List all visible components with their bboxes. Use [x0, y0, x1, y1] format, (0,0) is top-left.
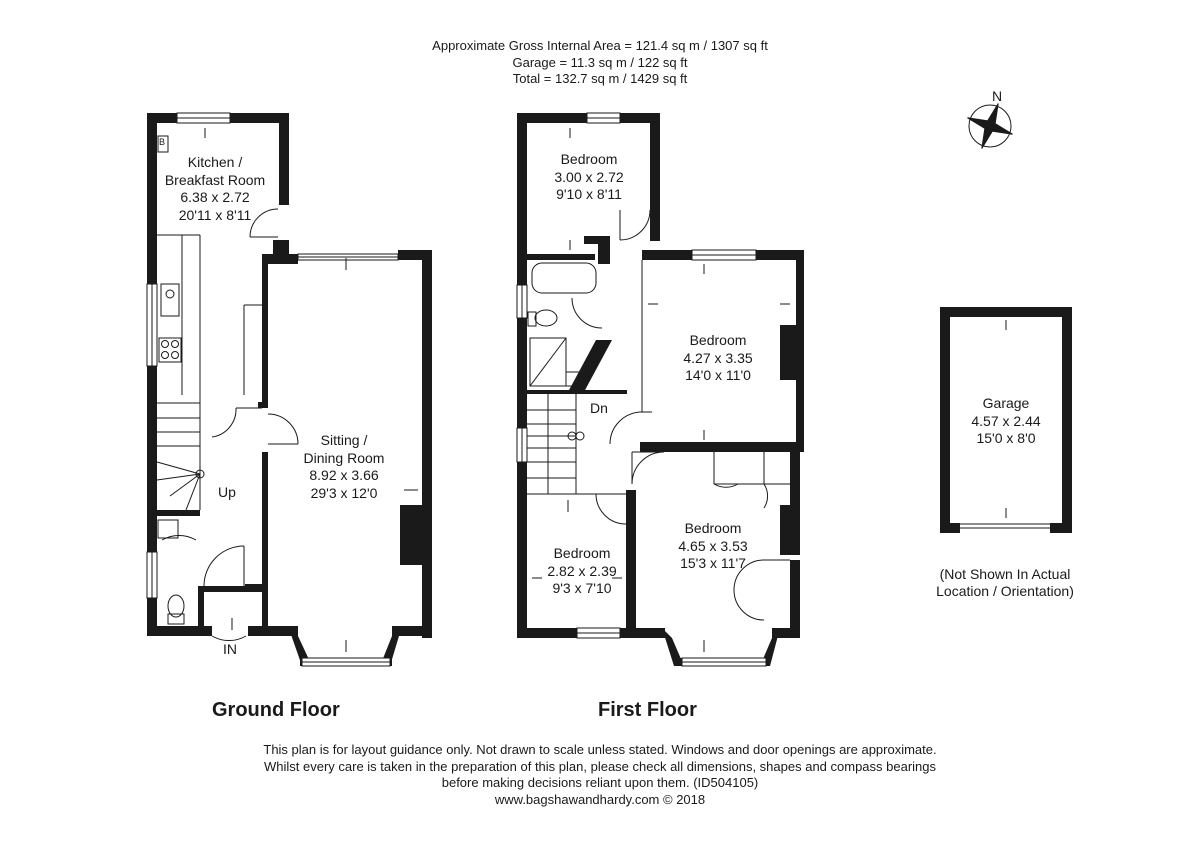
toilet-icon [534, 309, 558, 327]
sink-icon [160, 283, 180, 317]
room-sitting-metric: 8.92 x 3.66 [309, 467, 379, 483]
room-bedroom-large: Bedroom 4.65 x 3.53 15'3 x 11'7 [678, 520, 747, 573]
room-bedroom-small: Bedroom 2.82 x 2.39 9'3 x 7'10 [547, 545, 616, 598]
garage-area-text: Garage = 11.3 sq m / 122 sq ft [512, 54, 688, 70]
stairs-down-label: Dn [590, 400, 608, 416]
room-bedroom-top-metric: 3.00 x 2.72 [554, 168, 624, 185]
room-kitchen-imperial: 20'11 x 8'11 [178, 206, 252, 223]
garage-orientation-note: (Not Shown In Actual Location / Orientat… [910, 566, 1100, 600]
room-kitchen: Kitchen / Breakfast Room 6.38 x 2.72 20'… [165, 154, 265, 224]
room-bedroom-top: Bedroom 3.00 x 2.72 9'10 x 8'11 [554, 151, 623, 204]
garage-note-line1: (Not Shown In Actual [939, 566, 1071, 582]
room-garage-name: Garage [982, 395, 1030, 411]
gross-area-text: Approximate Gross Internal Area = 121.4 … [432, 38, 768, 53]
disclaimer-line3: before making decisions reliant upon the… [441, 775, 759, 790]
first-floor-walls [517, 113, 804, 666]
ground-floor-plan [146, 112, 432, 667]
room-garage-imperial: 15'0 x 8'0 [976, 430, 1036, 446]
room-bedroom-small-name: Bedroom [553, 545, 611, 561]
room-sitting-name2: Dining Room [303, 449, 385, 466]
room-bedroom-top-name: Bedroom [560, 151, 618, 167]
website-copyright: www.bagshawandhardy.com © 2018 [494, 791, 706, 807]
room-garage: Garage 4.57 x 2.44 15'0 x 8'0 [971, 395, 1040, 448]
room-bedroom-right: Bedroom 4.27 x 3.35 14'0 x 11'0 [683, 332, 752, 385]
boiler-label: B [159, 137, 166, 147]
disclaimer: This plan is for layout guidance only. N… [200, 742, 1000, 808]
garage-note-line2: Location / Orientation) [936, 583, 1074, 599]
room-bedroom-small-metric: 2.82 x 2.39 [547, 562, 617, 579]
room-bedroom-small-imperial: 9'3 x 7'10 [552, 580, 612, 596]
garage-plan [940, 307, 1072, 533]
toilet-icon [167, 594, 185, 618]
disclaimer-line1: This plan is for layout guidance only. N… [263, 742, 937, 757]
room-bedroom-top-imperial: 9'10 x 8'11 [556, 186, 622, 202]
room-sitting-imperial: 29'3 x 12'0 [310, 484, 378, 501]
room-sitting-dining: Sitting / Dining Room 8.92 x 3.66 29'3 x… [304, 432, 385, 502]
room-garage-metric: 4.57 x 2.44 [971, 412, 1041, 429]
first-floor-title: First Floor [598, 699, 697, 721]
total-area-text: Total = 132.7 sq m / 1429 sq ft [512, 71, 688, 86]
first-floor-stairs [527, 394, 585, 494]
room-bedroom-right-name: Bedroom [689, 332, 747, 348]
room-bedroom-large-metric: 4.65 x 3.53 [678, 537, 748, 554]
hob-icon [158, 337, 182, 363]
room-kitchen-metric: 6.38 x 2.72 [180, 189, 250, 205]
ground-floor-stairs [156, 417, 205, 511]
room-bedroom-large-name: Bedroom [684, 520, 742, 536]
compass-rose [967, 103, 1013, 149]
basin-icon [565, 371, 583, 387]
ground-floor-title: Ground Floor [212, 699, 340, 721]
compass-north-label: N [992, 88, 1003, 104]
area-summary: Approximate Gross Internal Area = 121.4 … [300, 38, 900, 88]
stairs-up-label: Up [218, 484, 236, 500]
room-bedroom-right-metric: 4.27 x 3.35 [683, 349, 753, 366]
room-sitting-name1: Sitting / [320, 432, 368, 448]
bath-icon [531, 262, 597, 294]
basin-icon [157, 519, 179, 539]
first-floor-plan [516, 112, 804, 667]
shower-icon [529, 337, 567, 387]
boiler-icon [157, 135, 169, 153]
entrance-label: IN [223, 641, 237, 657]
room-kitchen-name1: Kitchen / [187, 154, 243, 170]
room-bedroom-right-imperial: 14'0 x 11'0 [685, 367, 751, 383]
room-kitchen-name2: Breakfast Room [164, 171, 266, 188]
room-bedroom-large-imperial: 15'3 x 11'7 [680, 555, 746, 571]
disclaimer-line2: Whilst every care is taken in the prepar… [263, 758, 937, 774]
